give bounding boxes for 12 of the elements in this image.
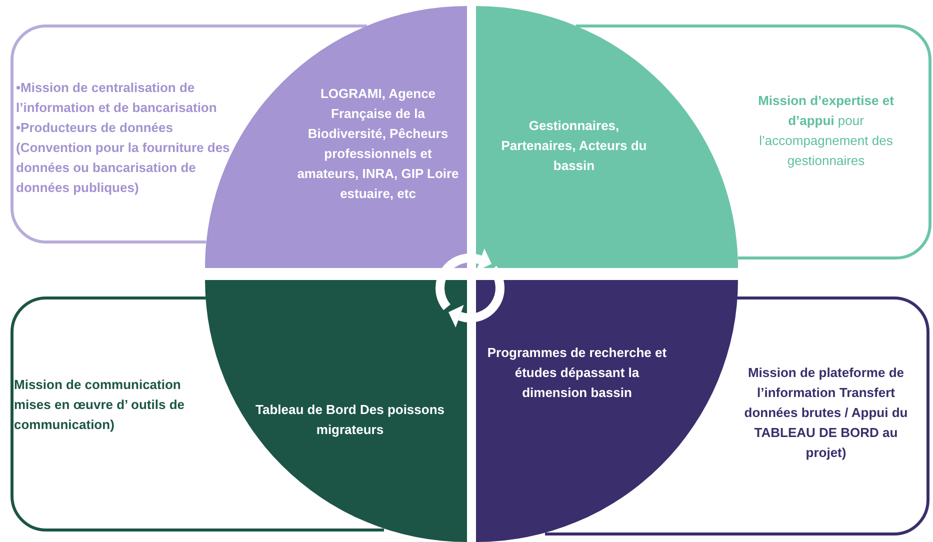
node-text: Mission de communication mises en œuvre d’ outils de communication) (14, 376, 186, 434)
quarter-circle-segment (476, 280, 738, 542)
node-text: Programmes de recherche et études dépassant la dimension bassin (486, 344, 668, 402)
quarter-circle-segment (476, 6, 738, 268)
node-text: LOGRAMI, Agence Française de la Biodiversité, Pêcheurs professionnels et amateurs, INRA, GIP Loire estuaire, etc (296, 85, 460, 203)
node-text: •Mission de centralisation de l’information et de bancarisation (16, 79, 218, 117)
node-text: •Producteurs de données (Convention pour la fourniture des données ou bancarisation de données publiques) (16, 119, 231, 197)
node-text: Tableau de Bord Des poissons migrateurs (255, 401, 445, 439)
node-text: Mission d’expertise et d’appui pour l’accompagnement des gestionnaires (757, 92, 895, 170)
quarter-circle-segment (205, 280, 467, 542)
node-text: Mission de plateforme de l’information Transfert données brutes / Appui du TABLEAU DE BORD au projet) (743, 364, 909, 462)
node-text: Gestionnaires, Partenaires, Acteurs du bassin (500, 117, 648, 175)
